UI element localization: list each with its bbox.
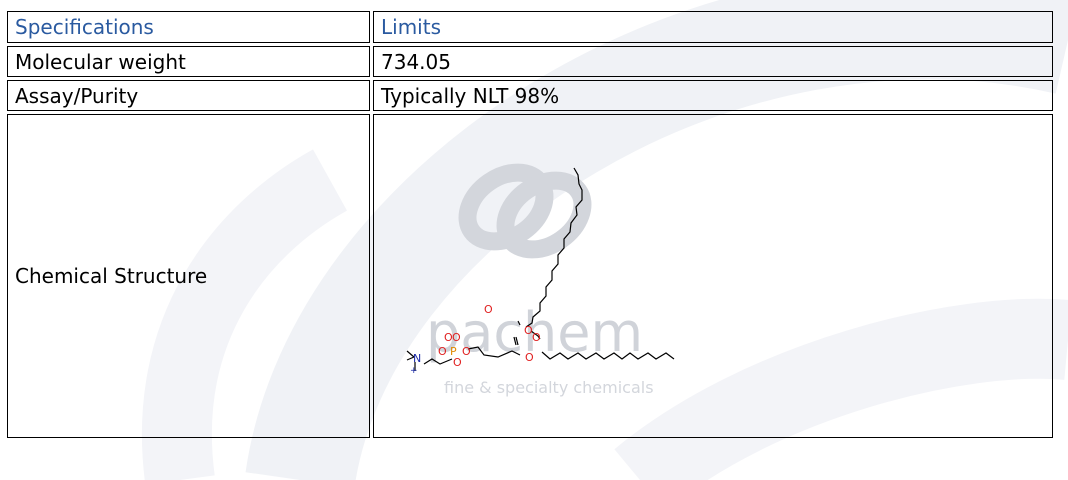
chemical-structure-cell: pachem fine & specialty chemicals bbox=[373, 114, 1053, 438]
logo-tagline-text: fine & specialty chemicals bbox=[444, 378, 654, 397]
molecule-bonds bbox=[406, 167, 675, 371]
nitrogen-atom-label: N bbox=[413, 352, 421, 365]
table-row-chemical-structure: Chemical Structure pachem fine & special… bbox=[7, 114, 1053, 438]
pachem-logo-watermark: pachem fine & specialty chemicals bbox=[426, 163, 654, 397]
oxygen-atom-label: O bbox=[462, 345, 471, 358]
logo-brand-text: pachem bbox=[426, 301, 643, 364]
oxygen-atom-label: O bbox=[438, 345, 447, 358]
specifications-table: Specifications Limits Molecular weight 7… bbox=[4, 8, 1056, 441]
molecular-weight-label: Molecular weight bbox=[7, 46, 370, 77]
oxygen-atom-label: O bbox=[484, 303, 493, 316]
chemical-structure-image: pachem fine & specialty chemicals bbox=[406, 163, 675, 397]
table-row-molecular-weight: Molecular weight 734.05 bbox=[7, 46, 1053, 77]
specifications-header: Specifications bbox=[7, 11, 370, 43]
oxygen-atom-label: O bbox=[452, 331, 461, 344]
chemical-structure-label: Chemical Structure bbox=[7, 114, 370, 438]
table-row-assay-purity: Assay/Purity Typically NLT 98% bbox=[7, 80, 1053, 111]
oxygen-atom-label: O bbox=[453, 356, 462, 369]
table-header-row: Specifications Limits bbox=[7, 11, 1053, 43]
positive-charge-label: + bbox=[410, 366, 418, 376]
molecule-atoms: O O O O O O O O O P N + bbox=[410, 303, 541, 376]
oxygen-atom-label: O bbox=[524, 324, 533, 337]
assay-purity-label: Assay/Purity bbox=[7, 80, 370, 111]
oxygen-atom-label: O bbox=[525, 351, 534, 364]
molecular-weight-value: 734.05 bbox=[373, 46, 1053, 77]
oxygen-atom-label: O bbox=[532, 331, 541, 344]
assay-purity-value: Typically NLT 98% bbox=[373, 80, 1053, 111]
oxygen-atom-label: O bbox=[444, 331, 453, 344]
phosphorus-atom-label: P bbox=[450, 345, 457, 358]
limits-header: Limits bbox=[373, 11, 1053, 43]
